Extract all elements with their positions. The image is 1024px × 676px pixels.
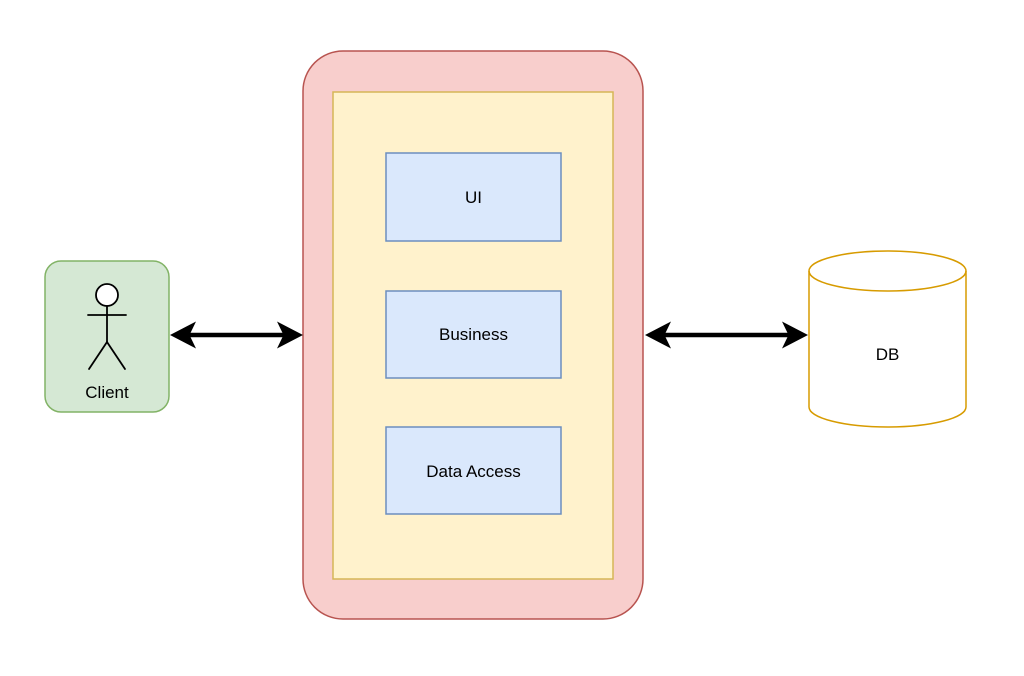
arrowhead-right-icon — [782, 321, 808, 349]
layer-node-business: Business — [385, 290, 562, 379]
db-label: DB — [876, 345, 900, 364]
db-node: DB — [808, 250, 967, 428]
arrowhead-left-icon — [645, 321, 671, 349]
connector-client-container — [170, 321, 303, 349]
person-actor-icon — [87, 283, 127, 370]
layer-data-access-label: Data Access — [426, 462, 521, 481]
arrowhead-right-icon — [277, 321, 303, 349]
layer-data-access-shape — [385, 426, 562, 515]
layer-node-data-access: Data Access — [385, 426, 562, 515]
db-cylinder-shape — [808, 250, 967, 428]
layer-ui-shape — [385, 152, 562, 242]
layer-node-ui: UI — [385, 152, 562, 242]
client-label: Client — [85, 383, 129, 402]
client-node: Client — [44, 260, 170, 413]
db-cylinder-top-edge — [808, 270, 967, 292]
app-container-node: UI Business Data Access — [302, 50, 644, 620]
arrowhead-left-icon — [170, 321, 196, 349]
layer-business-label: Business — [439, 325, 508, 344]
layer-business-shape — [385, 290, 562, 379]
connector-container-db — [645, 321, 808, 349]
layer-ui-label: UI — [465, 188, 482, 207]
